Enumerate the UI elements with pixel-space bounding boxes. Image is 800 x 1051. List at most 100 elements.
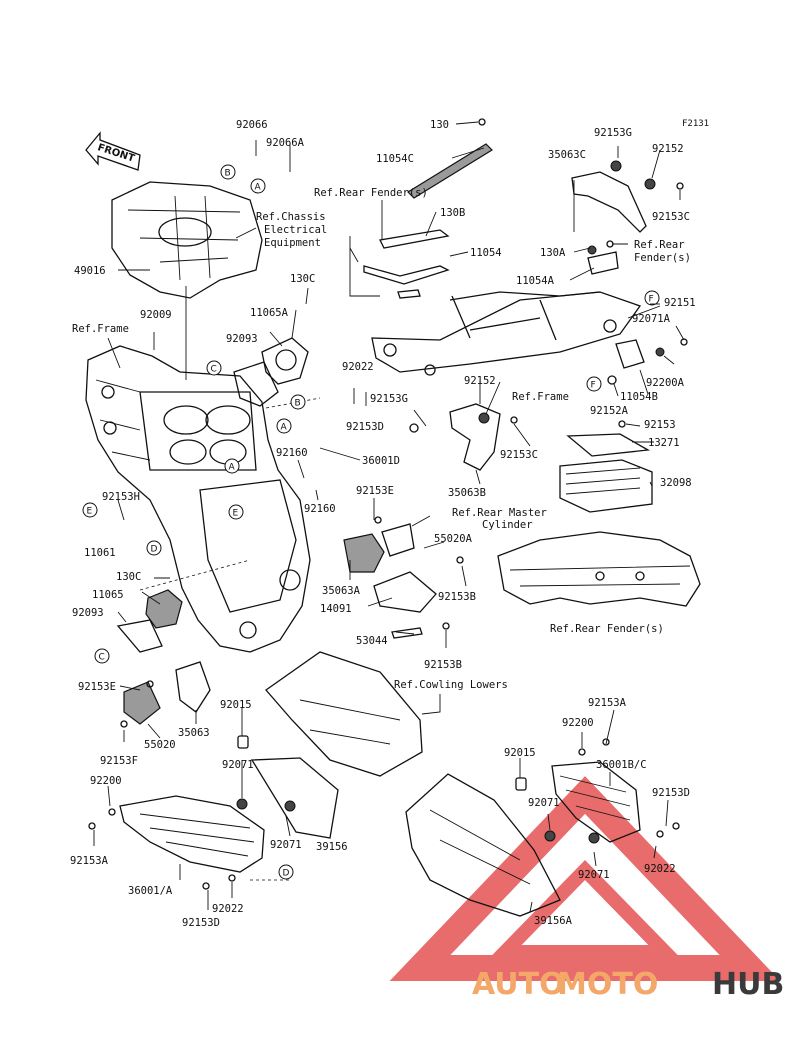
label-92153c-mid: 92153C: [500, 449, 538, 461]
ref-chassis-line1: Ref.Chassis: [256, 211, 326, 223]
label-92152-mid: 92152: [464, 375, 496, 387]
svg-text:E: E: [87, 507, 93, 517]
label-92153d-top: 92153D: [346, 421, 384, 433]
ref-rear-fender-top: Ref.Rear Fender(s): [314, 187, 428, 199]
bracket-35063: [120, 661, 211, 728]
label-92093-low: 92093: [72, 607, 104, 619]
label-92153d-right: 92153D: [652, 787, 690, 799]
label-92015-left: 92015: [220, 699, 252, 711]
label-35063b: 35063B: [448, 487, 486, 499]
label-92160-b: 92160: [304, 503, 336, 515]
side-cover-left: [119, 795, 265, 873]
ecu-module: [559, 433, 653, 513]
label-92153e-mid: 92153E: [356, 485, 394, 497]
cowling-right: [405, 773, 561, 917]
label-92152-top: 92152: [652, 143, 684, 155]
watermark-hub: HUB: [712, 967, 784, 1002]
label-92066a: 92066A: [266, 137, 305, 149]
svg-text:F: F: [649, 295, 654, 305]
watermark-logo: [389, 776, 781, 981]
label-92151: 92151: [664, 297, 696, 309]
bushings: [88, 735, 680, 890]
ref-chassis-line3: Equipment: [264, 237, 321, 249]
label-49016: 49016: [74, 265, 106, 277]
marker-f-2: F: [586, 376, 602, 392]
ref-rear-fender-bottom: Ref.Rear Fender(s): [550, 623, 664, 635]
label-92200-left: 92200: [90, 775, 122, 787]
label-92200-right: 92200: [562, 717, 594, 729]
label-11054a: 11054A: [516, 275, 555, 287]
svg-text:B: B: [295, 399, 301, 409]
label-92071-right2: 92071: [578, 869, 610, 881]
cowling-lower-center: [250, 651, 423, 839]
main-frame-part: [85, 345, 311, 653]
watermark-inner-triangle: [488, 859, 682, 959]
bracket-35063b: [409, 403, 518, 471]
seat-cover-part: [111, 181, 263, 299]
label-92153b-b: 92153B: [424, 659, 462, 671]
marker-f-1: F: [644, 290, 660, 306]
ref-cowling-lowers: Ref.Cowling Lowers: [394, 679, 508, 691]
label-53044: 53044: [356, 635, 388, 647]
label-92153e-low: 92153E: [78, 681, 116, 693]
ref-chassis-line2: Electrical: [264, 224, 327, 236]
label-92153b-a: 92153B: [438, 591, 476, 603]
ref-rear-fender-right-line1: Ref.Rear: [634, 239, 685, 251]
bracket-35063c: [571, 160, 684, 275]
svg-text:B: B: [225, 169, 231, 179]
label-55020a: 55020A: [434, 533, 473, 545]
label-13271: 13271: [648, 437, 680, 449]
label-92015-right: 92015: [504, 747, 536, 759]
leader-lines: [93, 121, 685, 913]
label-35063c: 35063C: [548, 149, 586, 161]
marker-c-1: C: [206, 360, 222, 376]
marker-a-2: A: [276, 418, 292, 434]
label-92153d-left: 92153D: [182, 917, 220, 929]
label-11054: 11054: [470, 247, 502, 259]
label-14091: 14091: [320, 603, 352, 615]
ref-frame-left: Ref.Frame: [72, 323, 129, 335]
label-36001bc: 36001B/C: [596, 759, 647, 771]
label-92153-right: 92153: [644, 419, 676, 431]
svg-text:E: E: [233, 509, 239, 519]
label-92022-left: 92022: [212, 903, 244, 915]
label-11065a: 11065A: [250, 307, 289, 319]
label-92022-right: 92022: [644, 863, 676, 875]
svg-text:A: A: [229, 463, 236, 473]
label-92071-left2: 92071: [270, 839, 302, 851]
label-92022-top: 92022: [342, 361, 374, 373]
marker-c-2: C: [94, 648, 110, 664]
label-92153f: 92153F: [100, 755, 138, 767]
label-92071a: 92071A: [632, 313, 671, 325]
svg-text:C: C: [211, 365, 217, 375]
label-55020: 55020: [144, 739, 176, 751]
ref-rear-fender-right-line2: Fender(s): [634, 252, 691, 264]
front-arrow: FRONT: [85, 131, 141, 171]
label-130c-top: 130C: [290, 273, 315, 285]
marker-d-1: D: [146, 540, 162, 556]
label-92200a: 92200A: [646, 377, 685, 389]
watermark-text: AUTO MOTO HUB: [472, 967, 784, 1002]
rear-fender-tray: [497, 531, 701, 607]
label-130a: 130A: [540, 247, 566, 259]
ref-rear-master-line1: Ref.Rear Master: [452, 507, 547, 519]
label-11054b: 11054B: [620, 391, 658, 403]
label-32098: 32098: [660, 477, 692, 489]
label-35063a: 35063A: [322, 585, 361, 597]
right-small-parts: [607, 338, 688, 428]
watermark-moto: MOTO: [557, 967, 658, 1002]
rear-subframe-part: [371, 291, 642, 376]
label-11061: 11061: [84, 547, 116, 559]
svg-text:A: A: [255, 183, 262, 193]
label-92153a-left: 92153A: [70, 855, 109, 867]
label-92153a-right: 92153A: [588, 697, 627, 709]
label-130: 130: [430, 119, 449, 131]
label-92066: 92066: [236, 119, 268, 131]
label-130b: 130B: [440, 207, 465, 219]
label-92093-top: 92093: [226, 333, 258, 345]
label-36001d: 36001D: [362, 455, 400, 467]
marker-e-1: E: [228, 504, 244, 520]
watermark-auto: AUTO: [472, 967, 565, 1002]
